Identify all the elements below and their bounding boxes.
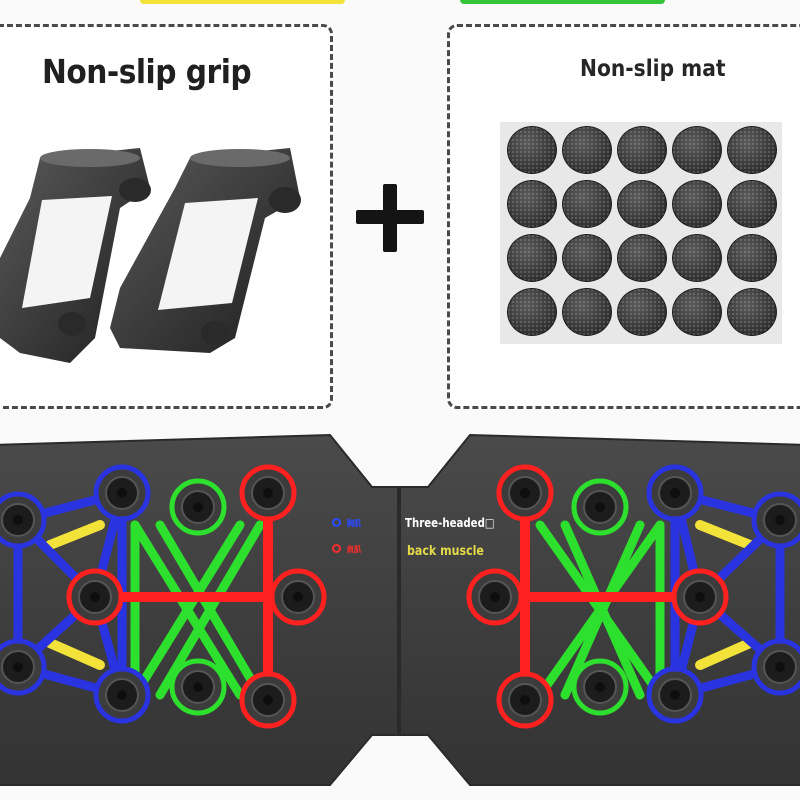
top-green-strip: [460, 0, 665, 4]
yellow-line: [695, 638, 755, 670]
handle-slot-hole: [117, 690, 127, 700]
top-yellow-strip: [140, 0, 345, 4]
handle-slot-hole: [293, 592, 303, 602]
mat-pad: [562, 234, 612, 282]
mat-pad: [562, 288, 612, 336]
legend-three-headed: Three-headed□: [405, 516, 495, 530]
mat-pad: [727, 180, 777, 228]
grip-handle-left: [0, 148, 151, 363]
handle-slot-hole: [90, 592, 100, 602]
pushup-board: [0, 433, 800, 786]
handle-slot-hole: [670, 488, 680, 498]
green-line: [130, 520, 245, 700]
mat-pad: [617, 126, 667, 174]
legend-blue-dot: [332, 518, 341, 527]
handle-slot-hole: [670, 690, 680, 700]
green-line: [560, 520, 645, 700]
handle-slot-hole: [775, 662, 785, 672]
grip-title: Non-slip grip: [42, 52, 252, 91]
mat-pad: [672, 180, 722, 228]
mat-pad: [507, 126, 557, 174]
mat-pad: [727, 126, 777, 174]
mat-pad: [507, 234, 557, 282]
yellow-line: [695, 520, 755, 550]
mat-pad: [562, 180, 612, 228]
mat-pad: [672, 126, 722, 174]
legend-back-muscle: back muscle: [407, 544, 484, 559]
mat-pad-grid: [507, 126, 779, 340]
yellow-line: [45, 520, 105, 550]
handle-slot-hole: [520, 488, 530, 498]
grip-handle-right: [110, 148, 301, 353]
mat-pad: [617, 180, 667, 228]
handle-slot-hole: [263, 488, 273, 498]
legend-red-label: 肩肌: [346, 545, 362, 554]
handle-slot-hole: [595, 682, 605, 692]
mat-pad: [562, 126, 612, 174]
mat-pad: [672, 288, 722, 336]
handle-slot-hole: [490, 592, 500, 602]
handle-slot-hole: [775, 515, 785, 525]
mat-title: Non-slip mat: [580, 56, 726, 82]
handle-slot-hole: [520, 695, 530, 705]
handle-slot-hole: [117, 488, 127, 498]
handle-slot-hole: [595, 502, 605, 512]
mat-pad: [727, 288, 777, 336]
handle-slot-hole: [193, 682, 203, 692]
handle-slot-hole: [13, 515, 23, 525]
mat-pad: [507, 288, 557, 336]
handle-slot-hole: [193, 502, 203, 512]
green-line: [155, 520, 265, 700]
mat-pad: [727, 234, 777, 282]
legend-blue-label: 胸肌: [346, 519, 362, 528]
plus-icon: [356, 184, 424, 252]
handle-slot-hole: [263, 695, 273, 705]
yellow-line: [45, 638, 105, 670]
grip-handles-image: [0, 148, 301, 363]
mat-pad: [672, 234, 722, 282]
handle-slot-hole: [13, 662, 23, 672]
handle-slot-hole: [695, 592, 705, 602]
mat-pad: [617, 288, 667, 336]
mat-pad: [617, 234, 667, 282]
legend-red-dot: [332, 544, 341, 553]
mat-pad: [507, 180, 557, 228]
